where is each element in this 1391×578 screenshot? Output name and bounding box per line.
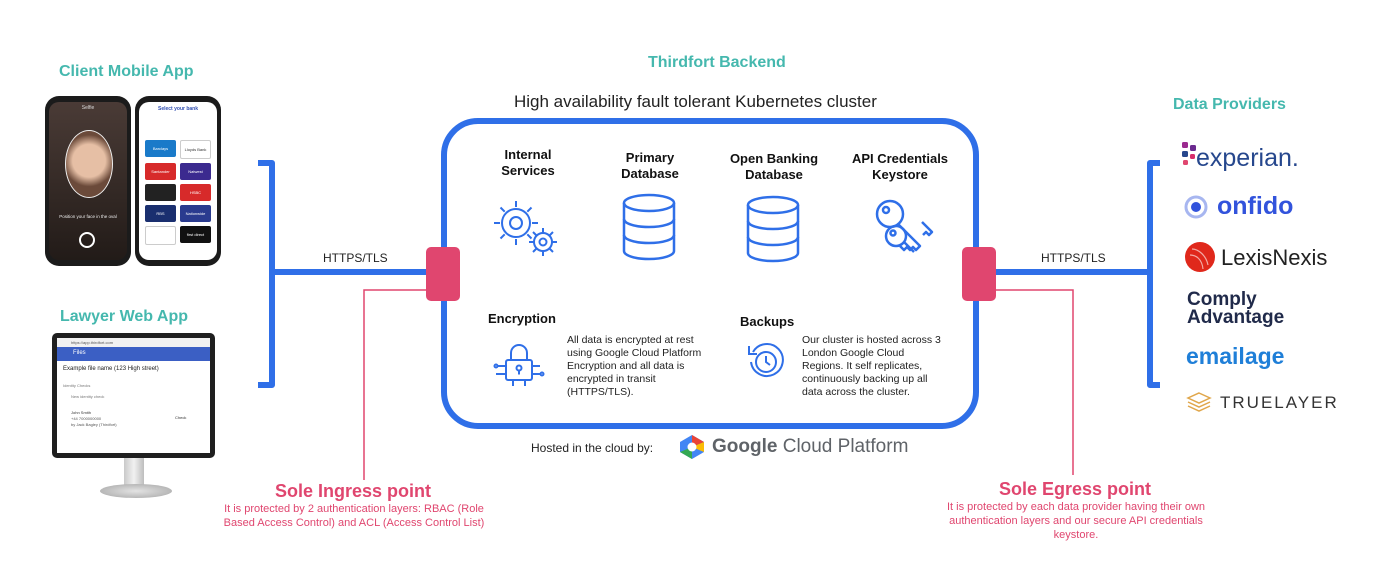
bank-tile[interactable] xyxy=(145,226,176,245)
ingress-gate xyxy=(426,247,460,301)
provider-lexisnexis: LexisNexis xyxy=(1221,245,1328,270)
person-name: John Smith xyxy=(71,410,92,415)
encryption-text: All data is encrypted at rest using Goog… xyxy=(567,334,702,398)
egress-gate xyxy=(962,247,996,301)
provider-experian: experian. xyxy=(1196,144,1299,172)
bank-tile[interactable] xyxy=(145,184,176,201)
egress-title: Sole Egress point xyxy=(998,479,1152,499)
bank-tile[interactable]: Barclays xyxy=(145,140,176,157)
providers-title: Data Providers xyxy=(1173,96,1286,113)
backup-clock-icon xyxy=(748,342,784,377)
selfie-caption: Position your face in the oval xyxy=(59,214,117,219)
provider-emailage: emailage xyxy=(1186,343,1285,369)
brand-google: Google xyxy=(712,436,778,457)
ingress-text: It is protected by 2 authentication laye… xyxy=(223,503,485,529)
mobile-app-title: Client Mobile App xyxy=(59,63,194,80)
cluster-subtitle: High availability fault tolerant Kuberne… xyxy=(514,92,877,111)
person-phone: +44 7000000000 xyxy=(71,416,102,421)
backups-text: Our cluster is hosted across 3 London Go… xyxy=(802,334,941,398)
phone-screen: Selfie Position your face in the oval xyxy=(49,102,127,260)
web-app-title: Lawyer Web App xyxy=(60,308,189,325)
lexisnexis-icon xyxy=(1185,242,1215,272)
service-label-keystore: API Credentials Keystore xyxy=(851,151,949,182)
section-title: Identity Checks xyxy=(63,383,91,388)
bank-tile[interactable]: first direct xyxy=(180,226,211,243)
gears-icon xyxy=(494,201,557,256)
bank-tile[interactable]: Natwest xyxy=(180,163,211,180)
truelayer-icon xyxy=(1186,392,1212,412)
monitor-screen: https://app.thirdfort.com Files Example … xyxy=(57,338,210,453)
keys-icon xyxy=(875,199,934,253)
database-icon xyxy=(746,195,800,263)
service-label-primary-db: Primary Database xyxy=(621,150,679,181)
person-status[interactable]: Check xyxy=(175,415,187,420)
google-cloud-icon xyxy=(680,435,704,459)
monitor: https://app.thirdfort.com Files Example … xyxy=(52,333,215,458)
hosting-label: Hosted in the cloud by: xyxy=(531,441,654,455)
google-cloud-brand: Google Cloud Platform xyxy=(712,436,908,458)
provider-comply: Comply xyxy=(1187,289,1257,310)
service-label-open-banking-db: Open Banking Database xyxy=(729,151,819,182)
backend-title: Thirdfort Backend xyxy=(648,54,786,71)
onfido-icon xyxy=(1184,195,1208,219)
ingress-title: Sole Ingress point xyxy=(274,481,432,501)
ingress-protocol-label: HTTPS/TLS xyxy=(323,251,388,265)
encryption-title: Encryption xyxy=(488,311,556,326)
lock-circuit-icon xyxy=(493,344,545,386)
database-icon xyxy=(622,193,676,261)
egress-text: It is protected by each data provider ha… xyxy=(946,501,1206,541)
monitor-stand xyxy=(124,458,144,486)
bank-tile[interactable]: Nationwide xyxy=(180,205,211,222)
monitor-base xyxy=(100,484,172,498)
bank-tile[interactable]: Lloyds Bank xyxy=(180,140,211,159)
file-title: Example file name (123 High street) xyxy=(63,366,159,372)
bank-tile[interactable]: HSBC xyxy=(180,184,211,201)
experian-dots-icon xyxy=(1182,142,1196,165)
egress-protocol-label: HTTPS/TLS xyxy=(1041,251,1106,265)
backups-title: Backups xyxy=(740,314,795,329)
nav-title: Files xyxy=(73,350,86,356)
provider-truelayer: TRUELAYER xyxy=(1220,393,1339,412)
brand-cloud-platform: Cloud Platform xyxy=(782,436,909,457)
shutter-button[interactable] xyxy=(79,232,95,248)
person-by: by Jack Bagley (Thirdfort) xyxy=(71,422,117,427)
bank-tile[interactable]: Santander xyxy=(145,163,176,180)
selfie-header: Selfie xyxy=(81,105,95,111)
browser-bar: https://app.thirdfort.com xyxy=(57,338,210,347)
provider-advantage: Advantage xyxy=(1187,307,1285,328)
app-navbar: Files xyxy=(57,347,210,361)
bank-header: Select your bank xyxy=(157,106,198,112)
face-oval xyxy=(65,130,113,198)
provider-onfido: onfido xyxy=(1217,192,1294,220)
phone-selfie: Selfie Position your face in the oval xyxy=(45,96,131,266)
service-label-internal: Internal Services xyxy=(501,147,555,178)
add-check-row[interactable]: New identity check xyxy=(71,394,105,399)
bank-tile[interactable]: RBS xyxy=(145,205,176,222)
